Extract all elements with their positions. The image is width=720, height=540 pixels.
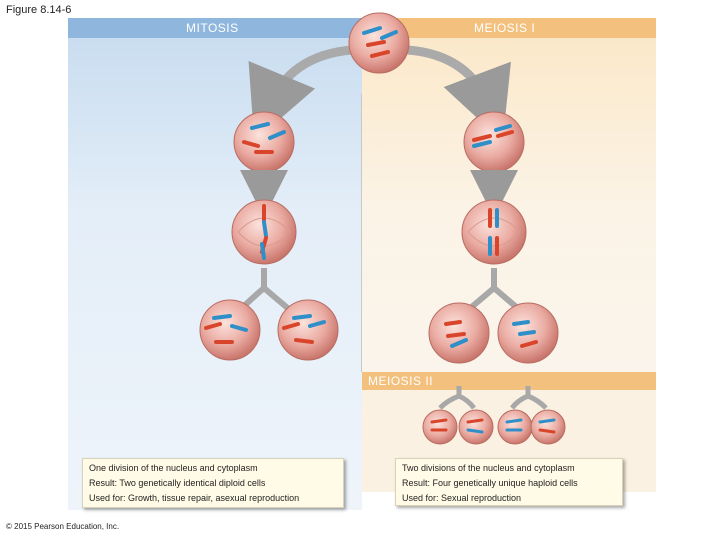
arrow-meiosis-split	[466, 268, 522, 313]
mitosis-note-line-2: Result: Two genetically identical diploi…	[89, 478, 266, 488]
mitosis-daughter-cell-right	[277, 299, 339, 361]
arrow-meiosis-2-left	[438, 386, 476, 410]
mitosis-summary-box: One division of the nucleus and cytoplas…	[82, 458, 344, 508]
mitosis-note-line-3: Used for: Growth, tissue repair, asexual…	[89, 493, 300, 503]
arrow-meiosis-2-right	[510, 386, 548, 410]
mitosis-note-line-1: One division of the nucleus and cytoplas…	[89, 463, 258, 473]
meiosis-1-heading: MEIOSIS I	[474, 21, 536, 35]
meiosis-metaphase-cell	[461, 199, 527, 265]
meiosis-2-cell-1	[422, 409, 458, 445]
meiosis-2-header: MEIOSIS II	[362, 372, 656, 390]
mitosis-header: MITOSIS	[68, 18, 362, 38]
meiosis-note-line-3: Used for: Sexual reproduction	[402, 493, 522, 503]
mitosis-heading: MITOSIS	[186, 21, 239, 35]
mitosis-daughter-cell-left	[199, 299, 261, 361]
mitosis-prophase-cell	[233, 111, 295, 173]
meiosis-prophase-cell	[463, 111, 525, 173]
arrow-mitosis-split	[237, 268, 292, 313]
meiosis-1-daughter-cell-right	[497, 302, 559, 364]
meiosis-2-cell-4	[530, 409, 566, 445]
meiosis-1-daughter-cell-left	[428, 302, 490, 364]
arrow-to-meiosis	[407, 45, 511, 142]
meiosis-1-header: MEIOSIS I	[362, 18, 656, 38]
parent-cell	[348, 12, 410, 74]
meiosis-note-line-2: Result: Four genetically unique haploid …	[402, 478, 578, 488]
meiosis-note-line-1: Two divisions of the nucleus and cytopla…	[402, 463, 575, 473]
meiosis-2-cell-3	[497, 409, 533, 445]
arrow-to-mitosis	[248, 45, 353, 142]
meiosis-summary-box: Two divisions of the nucleus and cytopla…	[395, 458, 623, 506]
meiosis-2-cell-2	[458, 409, 494, 445]
mitosis-metaphase-cell	[231, 199, 297, 265]
copyright-notice: © 2015 Pearson Education, Inc.	[6, 522, 120, 531]
meiosis-2-heading: MEIOSIS II	[368, 374, 434, 388]
figure-title: Figure 8.14-6	[6, 4, 72, 16]
panel-divider	[361, 94, 362, 372]
